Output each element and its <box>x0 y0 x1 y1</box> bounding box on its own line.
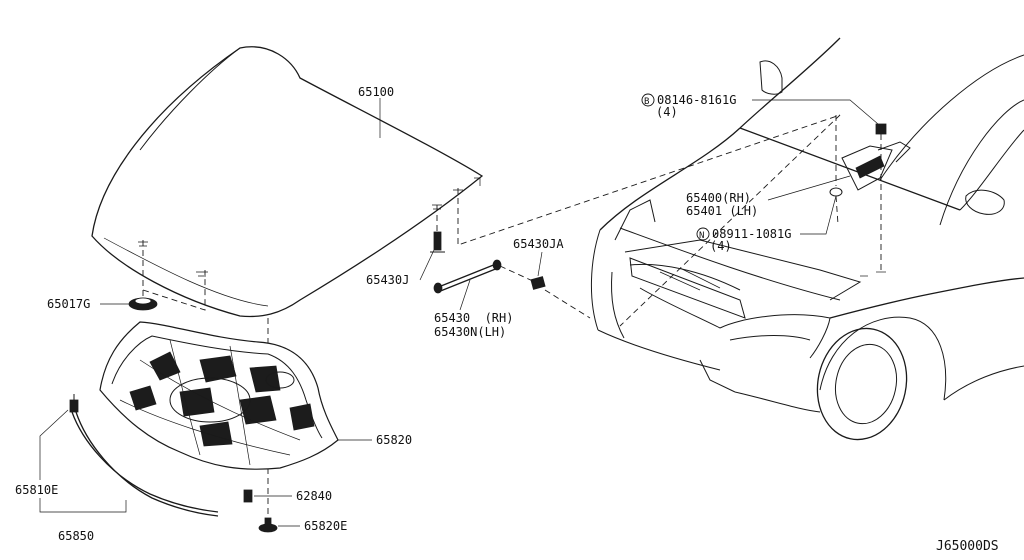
leader-gas-stay <box>459 279 471 311</box>
label-hinge-nut-qty: (4) <box>710 239 732 253</box>
leader-hinge-bolt <box>752 99 879 125</box>
label-insulator-clip: 65820E <box>304 519 347 533</box>
hood-seal-part <box>69 394 219 517</box>
label-clip-seal: 65810E <box>15 483 58 497</box>
hinge-nut-callout: N 08911-1081G (4) <box>696 227 791 253</box>
leader-hinge <box>767 175 851 201</box>
leader-seal-assy <box>39 498 127 513</box>
label-gas-stay-rh: 65430 (RH) <box>434 311 513 325</box>
leader-gas-stay-lower <box>537 251 543 277</box>
leader-hinge-nut <box>800 195 837 235</box>
hood-insulator-part <box>99 321 339 470</box>
diagram-code: J65000DS <box>936 539 999 554</box>
label-insulator: 65820 <box>376 433 412 447</box>
label-hood: 65100 <box>358 85 394 99</box>
label-hinge-lh: 65401 (LH) <box>686 204 758 218</box>
label-hinge-bolt-qty: (4) <box>656 105 678 119</box>
hood-panel <box>91 46 484 318</box>
hood-bumper-part <box>128 240 208 311</box>
insulator-clip-part <box>258 517 278 533</box>
vehicle-front-view <box>590 37 1024 441</box>
leader-clip-seal <box>39 409 69 480</box>
label-hood-bumper: 65017G <box>47 297 90 311</box>
label-hinge-rh: 65400(RH) <box>686 191 751 205</box>
label-gas-stay-lh: 65430N(LH) <box>434 325 506 339</box>
label-hinge-nut: 08911-1081G <box>712 227 791 241</box>
gas-stay-assembly <box>430 231 591 319</box>
label-gas-stay-upper: 65430J <box>366 273 409 287</box>
label-hinge-bolt: 08146-8161G <box>657 93 736 107</box>
label-seal-assy: 65850 <box>58 529 94 543</box>
hinge-bolt-callout: B 08146-8161G (4) <box>641 93 736 119</box>
hood-striker-line <box>457 114 841 246</box>
nut-marker-letter: N <box>699 231 704 241</box>
label-gas-stay-lower: 65430JA <box>513 237 564 251</box>
bolt-marker-letter: B <box>644 97 649 107</box>
bumper-rubber-part <box>243 489 253 503</box>
leader-gas-stay-upper <box>419 249 435 281</box>
label-bumper-rubber: 62840 <box>296 489 332 503</box>
